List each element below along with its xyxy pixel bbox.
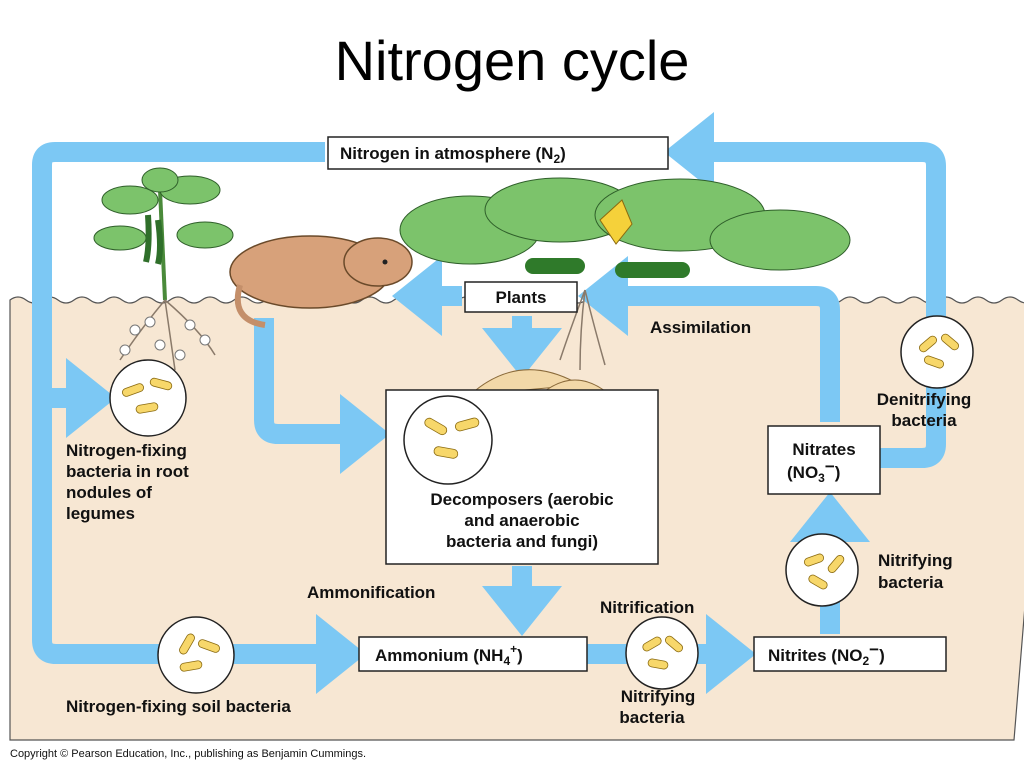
ammonium-box	[358, 636, 588, 672]
nitrifying-bottom-label-line1: Nitrifying	[621, 687, 696, 706]
decomposers-label-line1: Decomposers (aerobic	[430, 490, 613, 509]
atmosphere-label: Nitrogen in atmosphere (N2)	[340, 144, 566, 166]
assimilation-label: Assimilation	[650, 318, 751, 337]
nitrifying-right-label-line2: bacteria	[878, 573, 944, 592]
atmosphere-box	[327, 136, 669, 170]
nitrates-box	[767, 425, 881, 495]
soil-bacteria-label: Nitrogen-fixing soil bacteria	[66, 697, 291, 716]
nitrification-label: Nitrification	[600, 598, 694, 617]
nitrifying-bacteria-bottom-icon	[625, 616, 699, 690]
nitrites-box	[753, 636, 947, 672]
rodent-illustration	[229, 235, 413, 328]
squash-plant-illustration	[399, 177, 851, 371]
denitrifying-bacteria-icon	[900, 315, 974, 389]
copyright-notice: Copyright © Pearson Education, Inc., pub…	[10, 748, 367, 760]
arrow-denitrification	[664, 112, 946, 468]
arrow-animal-to-decomposers	[254, 318, 390, 474]
root-nodules-label-line3: nodules of	[66, 483, 152, 502]
nitrites-label: Nitrites (NO2−)	[768, 640, 885, 668]
diagram-title: Nitrogen cycle	[334, 29, 690, 92]
decomposers-label-line2: and anaerobic	[464, 511, 579, 530]
arrow-assimilation	[578, 256, 840, 422]
denitrifying-label-line2: bacteria	[891, 411, 957, 430]
decomposer-bacteria-icon	[403, 395, 493, 485]
root-nodules-label-line4: legumes	[66, 504, 135, 523]
plants-label: Plants	[495, 288, 546, 307]
nitrifying-bacteria-right-icon	[785, 533, 859, 607]
nitrifying-right-label-line1: Nitrifying	[878, 551, 953, 570]
ammonium-label: Ammonium (NH4+)	[375, 642, 523, 668]
root-nodule-bacteria-icon	[109, 359, 187, 437]
ammonification-label: Ammonification	[307, 583, 435, 602]
denitrifying-label-line1: Denitrifying	[877, 390, 971, 409]
nitrates-label-line2: (NO3−)	[787, 457, 840, 485]
root-nodules-label-line2: bacteria in root	[66, 462, 189, 481]
decomposers-label-line3: bacteria and fungi)	[446, 532, 598, 551]
nitrates-label-line1: Nitrates	[792, 440, 855, 459]
root-nodules-label-line1: Nitrogen-fixing	[66, 441, 187, 460]
soil-nitrogen-fixing-bacteria-icon	[157, 616, 235, 694]
legume-plant-illustration	[93, 167, 234, 371]
nitrifying-bottom-label-line2: bacteria	[619, 708, 685, 727]
plants-box	[464, 281, 578, 313]
